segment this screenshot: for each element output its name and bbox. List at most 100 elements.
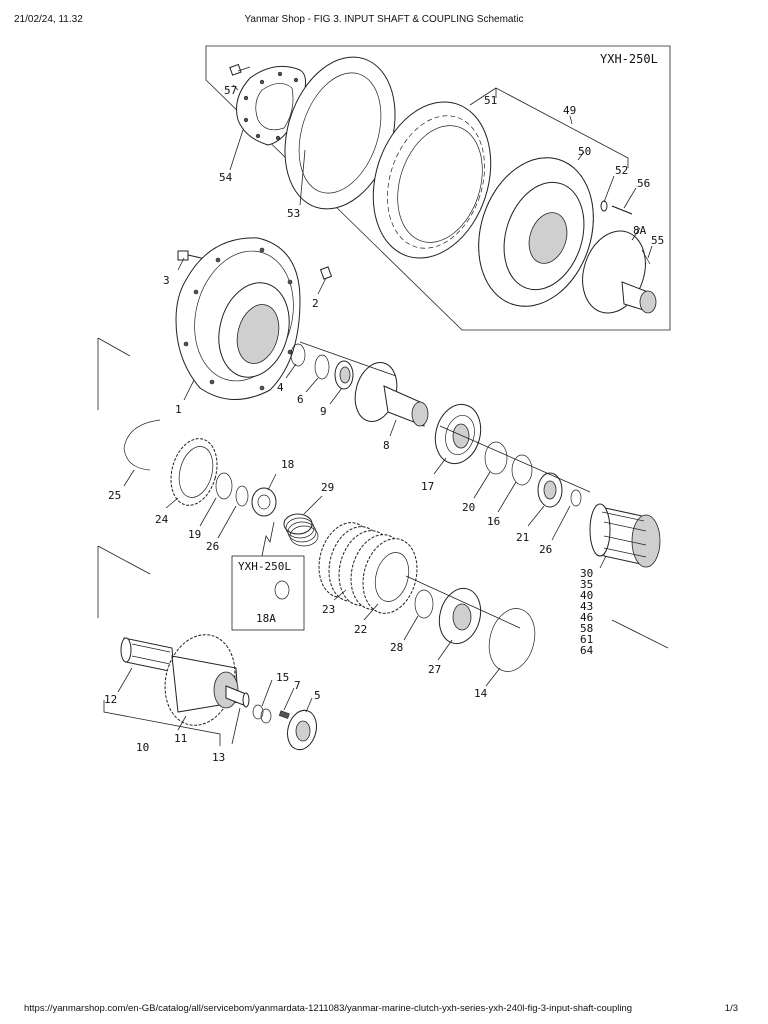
- callout-15: 15: [276, 671, 289, 684]
- callout-28: 28: [390, 641, 403, 654]
- callout-group-item: 40: [580, 589, 593, 602]
- callout-25: 25: [108, 489, 121, 502]
- callout-group-item: 61: [580, 633, 593, 646]
- callout-16: 16: [487, 515, 500, 528]
- part-5-bearing: [287, 709, 317, 751]
- callout-26-right: 26: [539, 543, 552, 556]
- part-29-spring: [283, 513, 319, 547]
- page-title: Yanmar Shop - FIG 3. INPUT SHAFT & COUPL…: [244, 14, 524, 25]
- part-8a-hub: [582, 230, 657, 314]
- print-date: 21/02/24, 11.32: [14, 14, 83, 25]
- part-9-bearing: [334, 360, 354, 390]
- part-27-piston: [438, 587, 482, 645]
- assembly-guide-lines: [97, 337, 591, 746]
- callout-22: 22: [354, 623, 367, 636]
- callout-group-item: 35: [580, 578, 593, 591]
- callout-11: 11: [174, 732, 187, 745]
- part-20-ring: [484, 441, 508, 475]
- callout-18a: 18A: [256, 612, 276, 625]
- part-50-coupling: [478, 157, 594, 307]
- callout-27: 27: [428, 663, 441, 676]
- part-24-gear-ring: [170, 438, 218, 506]
- callout-19: 19: [188, 528, 201, 541]
- part-4-snap-ring: [290, 343, 306, 367]
- part-19-o-ring: [215, 472, 233, 500]
- callout-group-item: 46: [580, 611, 593, 624]
- inset-box-18a: YXH-250L: [231, 521, 305, 631]
- callout-5: 5: [314, 689, 321, 702]
- part-51-internal-gear: [372, 101, 492, 259]
- part-22-clutch-discs: [350, 534, 418, 614]
- part-26-ring-left: [235, 485, 249, 507]
- callout-10: 10: [136, 741, 149, 754]
- callout-49: 49: [563, 104, 576, 117]
- part-16-ring: [511, 454, 533, 486]
- part-11-clutch-drum: [164, 634, 239, 726]
- callout-18: 18: [281, 458, 294, 471]
- callout-17: 17: [421, 480, 434, 493]
- part-52-washer: [600, 200, 608, 212]
- part-57-bolt: [229, 63, 251, 76]
- callout-8: 8: [383, 439, 390, 452]
- part-14-seal-ring: [488, 608, 536, 672]
- callout-13: 13: [212, 751, 225, 764]
- callout-23: 23: [322, 603, 335, 616]
- inset-box-yxh-250l: YXH-250L: [205, 45, 671, 331]
- inset-small-label: YXH-250L: [238, 560, 291, 573]
- callout-group-item: 58: [580, 622, 593, 635]
- inset-small-outline: [231, 555, 305, 631]
- callout-57: 57: [224, 84, 237, 97]
- callout-24: 24: [155, 513, 169, 526]
- page-number: 1/3: [724, 1003, 738, 1014]
- inset-box-label: YXH-250L: [600, 52, 658, 66]
- part-8-flange: [354, 362, 429, 427]
- callout-50: 50: [578, 145, 591, 158]
- callout-7: 7: [294, 679, 301, 692]
- callout-6: 6: [297, 393, 304, 406]
- callout-14: 14: [474, 687, 488, 700]
- callout-group-30-64: 30 35 40 43 46 58 61 64: [580, 555, 607, 657]
- callout-4: 4: [277, 381, 284, 394]
- callout-54: 54: [219, 171, 233, 184]
- part-12-input-shaft: [120, 637, 175, 673]
- callout-1: 1: [175, 403, 182, 416]
- part-6-o-ring: [314, 354, 330, 380]
- callout-51: 51: [484, 94, 497, 107]
- callout-group-item: 30: [580, 567, 593, 580]
- part-28-o-ring: [414, 589, 434, 619]
- callout-26-left: 26: [206, 540, 219, 553]
- print-header: 21/02/24, 11.32 Yanmar Shop - FIG 3. INP…: [0, 14, 768, 30]
- callout-20: 20: [462, 501, 475, 514]
- output-guide-line: [611, 619, 669, 649]
- part-55-pin: [641, 249, 651, 265]
- callout-9: 9: [320, 405, 327, 418]
- callout-2: 2: [312, 297, 319, 310]
- print-footer: https://yanmarshop.com/en-GB/catalog/all…: [0, 1003, 768, 1017]
- page-url: https://yanmarshop.com/en-GB/catalog/all…: [24, 1003, 633, 1014]
- part-56-bolt: [611, 205, 633, 215]
- callout-group-item: 43: [580, 600, 593, 613]
- part-15-rings: [252, 704, 272, 724]
- part-18-thrust-washer: [251, 487, 277, 517]
- callout-8a: 8A: [633, 224, 647, 237]
- callout-labels: 57 54 53 51 49 50 52 56 8A 55 3 2 1 4 6 …: [104, 84, 664, 764]
- top-inset-leaders: [229, 84, 653, 259]
- callout-56: 56: [637, 177, 650, 190]
- callout-53: 53: [287, 207, 300, 220]
- part-25-snap-ring: [123, 419, 161, 471]
- callout-group-item: 64: [580, 644, 594, 657]
- part-1-housing: [175, 237, 301, 400]
- callout-52: 52: [615, 164, 628, 177]
- part-30-output-shaft: [589, 503, 661, 568]
- part-2-plug: [319, 266, 333, 280]
- callout-leaders: [117, 257, 571, 745]
- callout-3: 3: [163, 274, 170, 287]
- part-21-bearing: [537, 472, 563, 508]
- callout-29: 29: [321, 481, 334, 494]
- part-7-key: [278, 710, 290, 719]
- callout-21: 21: [516, 531, 529, 544]
- part-13-shaft-end: [225, 685, 250, 708]
- inset-outline: [205, 45, 671, 331]
